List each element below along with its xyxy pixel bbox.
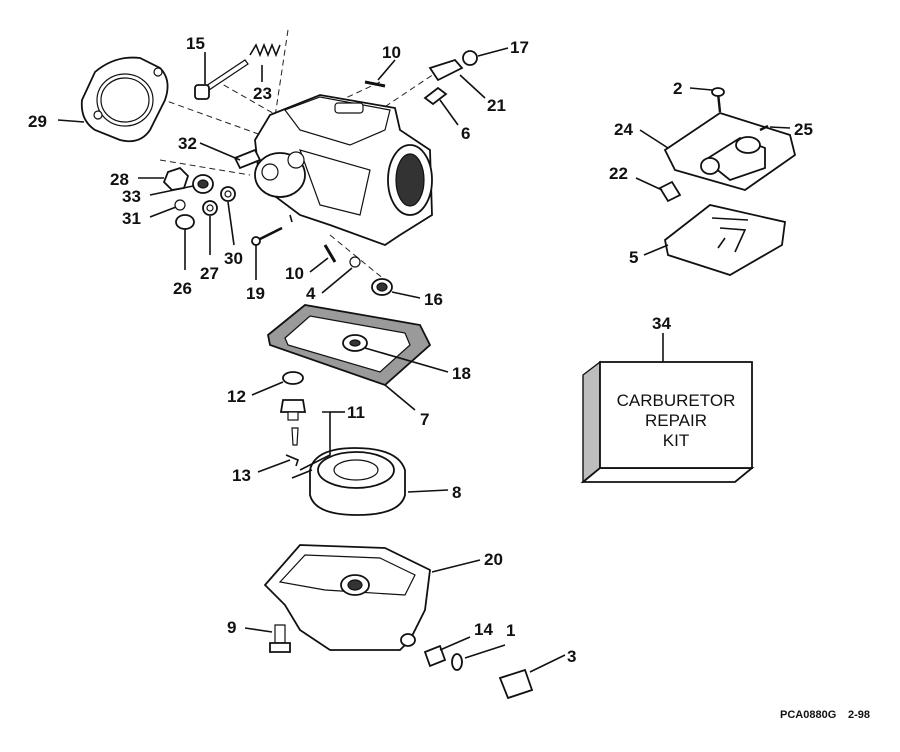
kit-label-line2: REPAIR <box>645 411 707 430</box>
callout-1: 1 <box>506 621 515 640</box>
callout-5: 5 <box>629 248 638 267</box>
callout-23: 23 <box>253 84 272 103</box>
callout-34: 34 <box>652 314 671 333</box>
callout-27: 27 <box>200 264 219 283</box>
callout-4: 4 <box>306 284 316 303</box>
callout-8: 8 <box>452 483 461 502</box>
callout-18: 18 <box>452 364 471 383</box>
figure-date: 2-98 <box>848 709 870 721</box>
callout-10-upper: 10 <box>382 43 401 62</box>
callout-12: 12 <box>227 387 246 406</box>
figure-code: PCA0880G <box>780 709 836 721</box>
callout-2: 2 <box>673 79 682 98</box>
callout-16: 16 <box>424 290 443 309</box>
float-bowl <box>263 544 431 651</box>
bowl-gasket <box>267 304 432 387</box>
callout-15: 15 <box>186 34 205 53</box>
callout-14: 14 <box>474 620 493 639</box>
callout-32: 32 <box>178 134 197 153</box>
repair-kit-box: CARBURETOR REPAIR KIT <box>580 360 755 484</box>
callout-28: 28 <box>110 170 129 189</box>
bowl-hardware <box>269 624 534 700</box>
callout-24: 24 <box>614 120 633 139</box>
callout-29: 29 <box>28 112 47 131</box>
callout-26: 26 <box>173 279 192 298</box>
callout-17: 17 <box>510 38 529 57</box>
float <box>291 447 406 516</box>
callout-6: 6 <box>461 124 470 143</box>
leader-lines <box>57 47 791 673</box>
callout-numbers: 1 2 3 4 5 6 7 8 9 10 10 11 12 13 14 15 1… <box>28 34 813 666</box>
callout-30: 30 <box>224 249 243 268</box>
callout-20: 20 <box>484 550 503 569</box>
flange-gasket <box>80 56 169 143</box>
callout-22: 22 <box>609 164 628 183</box>
callout-7: 7 <box>420 410 429 429</box>
callout-31: 31 <box>122 209 141 228</box>
callout-21: 21 <box>487 96 506 115</box>
inlet-needle-assembly <box>279 371 307 467</box>
callout-11: 11 <box>347 403 365 422</box>
idle-screw-parts <box>162 42 478 296</box>
callout-19: 19 <box>246 284 265 303</box>
callout-10-lower: 10 <box>285 264 304 283</box>
kit-label-line3: KIT <box>663 431 689 450</box>
footer: PCA0880G 2-98 <box>780 709 870 721</box>
kit-label-line1: CARBURETOR <box>617 391 736 410</box>
callout-25: 25 <box>794 120 813 139</box>
fuel-pump-assembly <box>658 87 797 276</box>
callout-9: 9 <box>227 618 236 637</box>
carburetor-body <box>254 94 433 247</box>
callout-33: 33 <box>122 187 141 206</box>
callout-3: 3 <box>567 647 576 666</box>
callout-13: 13 <box>232 466 251 485</box>
